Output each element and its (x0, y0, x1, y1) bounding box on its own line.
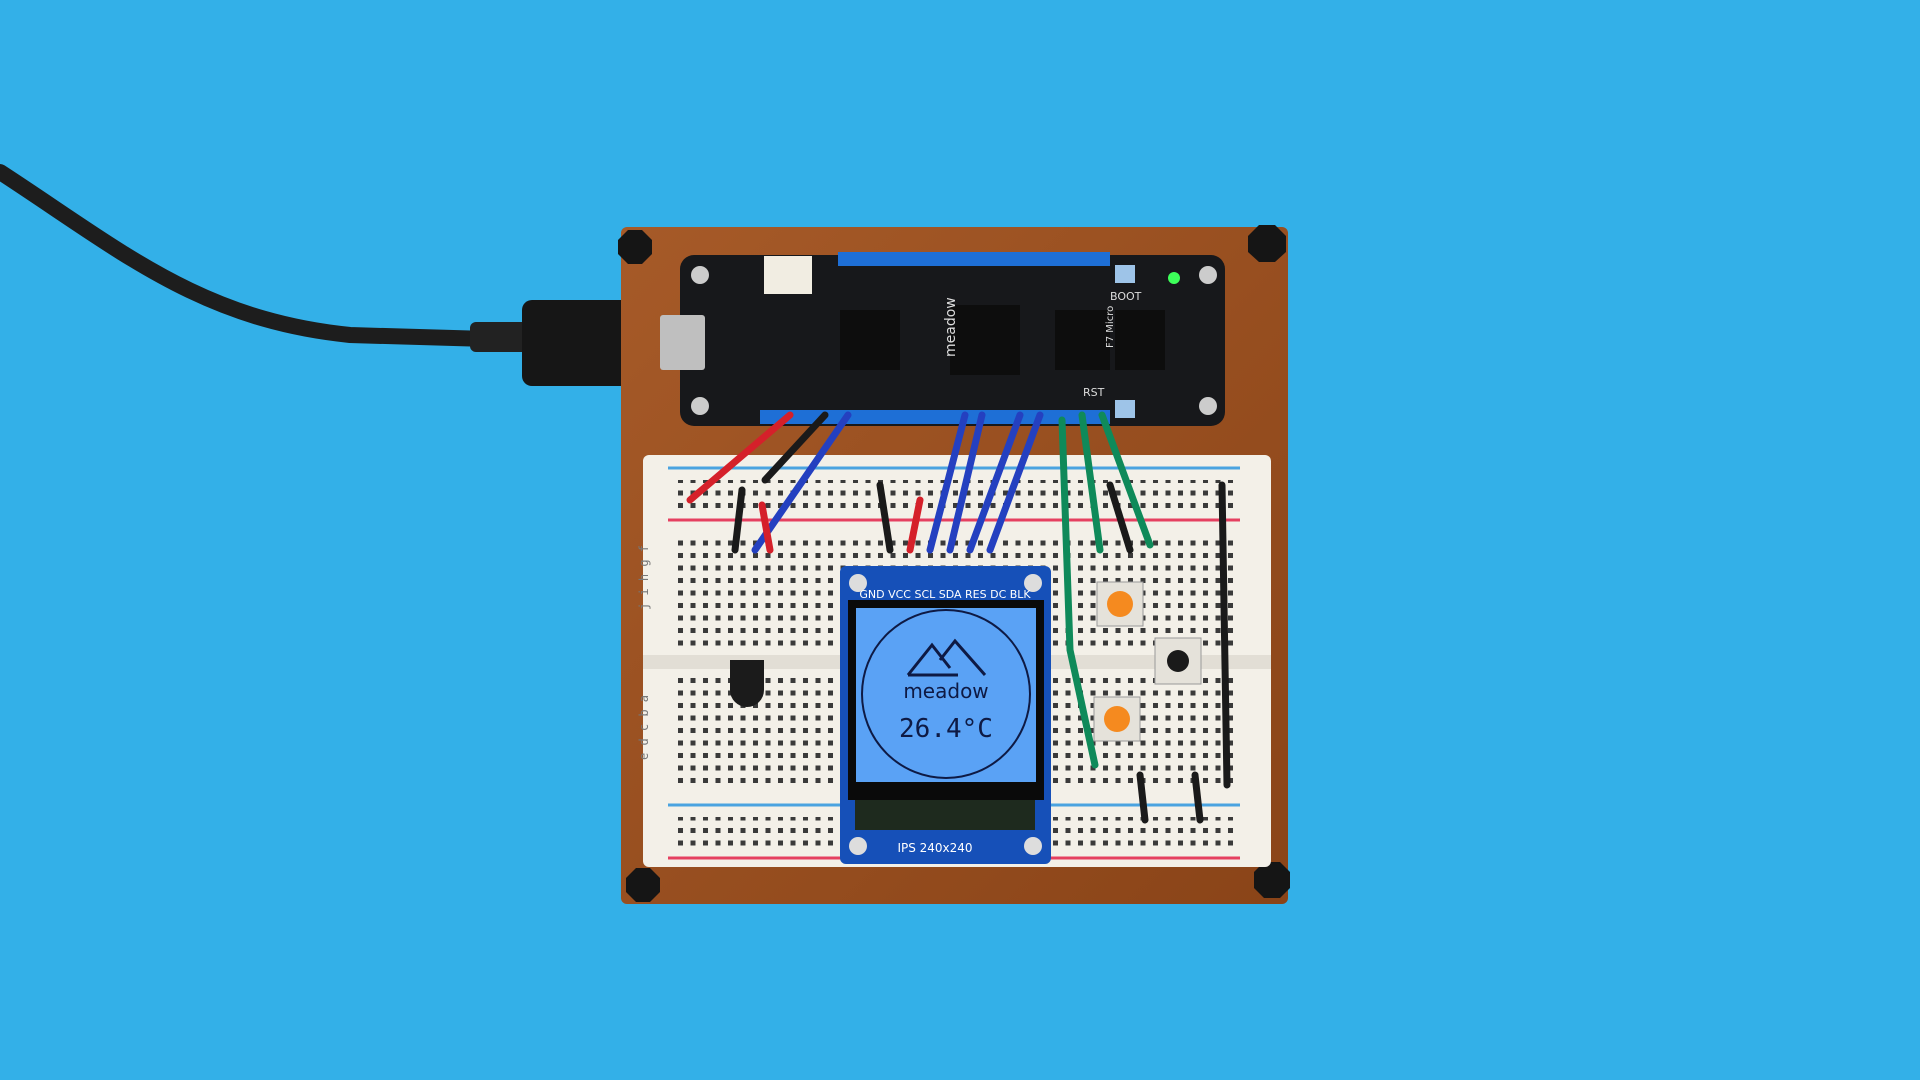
chip (840, 310, 900, 370)
wire-green (1058, 416, 1099, 769)
header-bottom (760, 410, 1110, 424)
boot-label: BOOT (1110, 290, 1142, 303)
screen-circle (861, 609, 1031, 779)
boot-button[interactable] (1115, 265, 1135, 283)
meadow-f7-board: BOOT RST meadow F7 Micro (660, 252, 1225, 426)
temperature-sensor (730, 660, 764, 707)
wire-green (1078, 411, 1104, 554)
chip (950, 305, 1020, 375)
push-button-orange[interactable] (1093, 696, 1141, 742)
wire-black (1191, 771, 1204, 824)
corner-screws (618, 225, 1290, 902)
temperature-readout: 26.4°C (899, 714, 993, 744)
board-model: F7 Micro (1105, 306, 1116, 348)
wire-blue (986, 411, 1044, 554)
mount-hole (691, 266, 709, 284)
wire-black (731, 486, 746, 554)
wire-black (1136, 771, 1149, 824)
row-letters-bottom: e d c b a (637, 695, 651, 760)
usb-plug (470, 322, 530, 352)
chip (1115, 310, 1165, 370)
micro-usb-port (660, 315, 705, 370)
wire-black (1106, 481, 1134, 554)
wire-blue (926, 411, 969, 554)
wire-black (1218, 481, 1231, 789)
battery-connector (764, 256, 812, 294)
push-button-orange[interactable] (1096, 581, 1144, 627)
wire-blue (751, 411, 852, 554)
mount-hole (1199, 397, 1217, 415)
wire-blue (966, 411, 1024, 554)
wire-red (906, 496, 924, 554)
status-led (1168, 272, 1180, 284)
mount-hole (691, 397, 709, 415)
push-button-black[interactable] (1154, 637, 1202, 685)
row-letters-top: j i h g f (637, 545, 651, 610)
jumper-wires (686, 411, 1231, 824)
chip (1055, 310, 1110, 370)
mount-hole (1199, 266, 1217, 284)
wire-blue (946, 411, 986, 554)
wire-red (686, 411, 794, 504)
wire-red (758, 501, 774, 554)
rst-label: RST (1083, 386, 1105, 399)
display-module: GND VCC SCL SDA RES DC BLK meadow 26.4°C… (840, 566, 1051, 864)
meadow-logo-icon (906, 638, 987, 677)
wire-black (876, 481, 894, 554)
display-footer-label: IPS 240x240 (897, 841, 972, 855)
rst-button[interactable] (1115, 400, 1135, 418)
display-pin-labels: GND VCC SCL SDA RES DC BLK (859, 588, 1031, 601)
board-brand: meadow (943, 297, 959, 357)
wire-black (761, 411, 829, 484)
wire-green (1098, 411, 1154, 549)
screen-logo-text: meadow (903, 679, 988, 703)
usb-cable (0, 164, 528, 348)
header-top (838, 252, 1110, 266)
